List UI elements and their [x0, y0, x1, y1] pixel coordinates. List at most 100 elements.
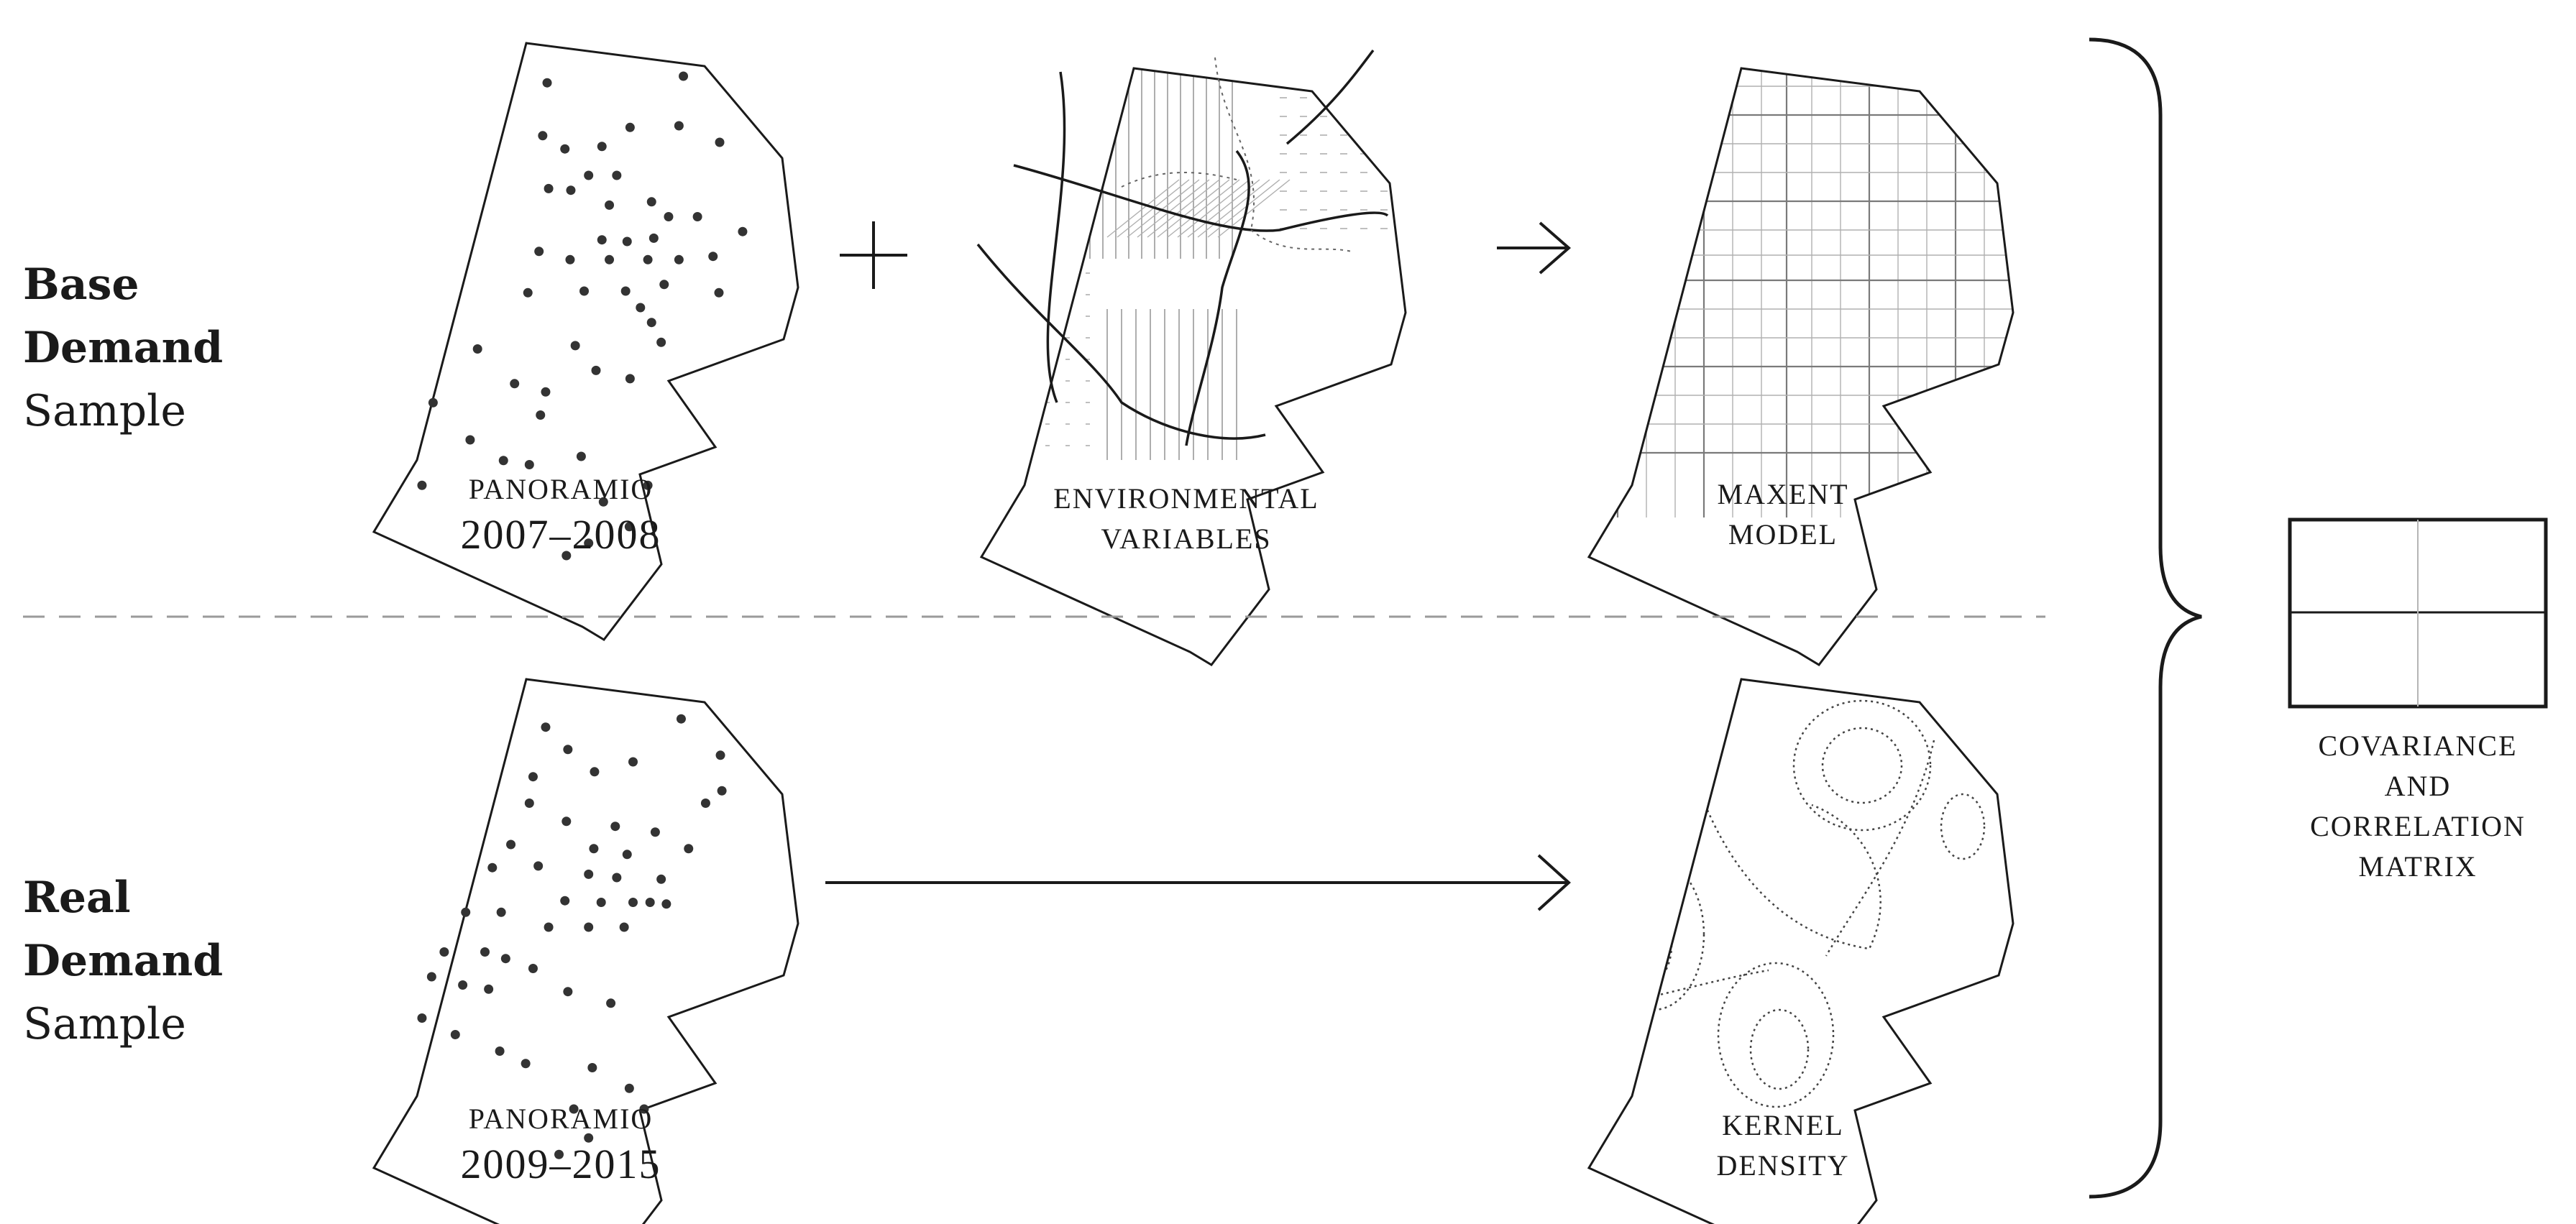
sample-point — [538, 131, 548, 141]
sample-point — [646, 197, 656, 207]
sample-point — [480, 947, 490, 957]
caption-years: 2009–2015 — [460, 1141, 661, 1187]
sample-point — [674, 254, 684, 264]
panoramio-base-caption: PANORAMIO 2007–2008 — [417, 470, 705, 561]
sample-point — [628, 757, 638, 767]
caption-line1: MAXENT — [1717, 478, 1849, 510]
sample-point — [560, 896, 570, 906]
sample-point — [562, 551, 572, 561]
sample-point — [563, 745, 573, 755]
sample-point — [541, 387, 551, 397]
base-demand-sample-label: Base Demand Sample — [23, 253, 223, 443]
sample-point — [625, 122, 635, 132]
sample-point — [645, 898, 655, 907]
sample-point — [628, 898, 638, 907]
sample-points — [417, 714, 727, 1159]
environmental-variables-caption: ENVIRONMENTAL VARIABLES — [971, 479, 1402, 559]
caption-line1: ENVIRONMENTAL — [1053, 482, 1319, 515]
sample-point — [461, 907, 471, 917]
sample-point — [426, 972, 436, 982]
sample-point — [536, 410, 546, 420]
row-label-line2: Demand — [23, 323, 224, 373]
sample-point — [610, 822, 620, 832]
sample-point — [622, 236, 632, 247]
sample-point — [650, 827, 660, 837]
sample-point — [484, 984, 494, 994]
sample-point — [597, 142, 607, 152]
row-label-line1: Real — [23, 873, 131, 923]
sample-point — [570, 341, 580, 351]
sample-point — [534, 247, 544, 257]
sample-point — [589, 844, 599, 854]
sample-point — [715, 137, 725, 147]
maxent-model-caption: MAXENT MODEL — [1639, 474, 1927, 555]
sample-points — [417, 71, 748, 561]
sample-point — [643, 480, 653, 490]
sample-point — [417, 480, 427, 490]
sample-point — [676, 714, 686, 724]
hatch-line — [1147, 179, 1220, 238]
sample-point — [569, 1104, 579, 1114]
sample-point — [523, 287, 533, 298]
maxent-model-map — [1587, 67, 2014, 666]
sample-point — [715, 750, 725, 760]
caption-line2: VARIABLES — [1101, 523, 1272, 555]
sample-point — [659, 280, 669, 290]
kernel-density-caption: KERNEL DENSITY — [1639, 1105, 1927, 1186]
sample-point — [606, 998, 616, 1008]
sample-point — [439, 947, 449, 957]
sample-point — [496, 907, 506, 917]
sample-point — [544, 922, 554, 932]
hatch-line — [1177, 179, 1250, 238]
sample-point — [587, 1063, 597, 1072]
caption-line1: COVARIANCE — [2318, 730, 2518, 762]
sample-point — [584, 922, 594, 932]
sample-point — [533, 861, 544, 871]
sample-point — [674, 121, 684, 131]
sample-point — [605, 200, 615, 210]
sample-point — [643, 254, 653, 264]
sample-point — [495, 1046, 505, 1056]
hatch-line — [1106, 179, 1180, 238]
sample-point — [544, 183, 554, 193]
sample-point — [428, 397, 438, 408]
sample-point — [625, 374, 635, 384]
sample-point — [465, 435, 475, 445]
sample-point — [528, 772, 538, 782]
caption-line2: AND — [2384, 770, 2452, 802]
sample-point — [612, 170, 622, 180]
hatch-line — [1167, 179, 1240, 238]
sample-point — [605, 254, 615, 264]
sample-point — [472, 344, 482, 354]
hatch-line — [1127, 179, 1200, 238]
sample-point — [584, 1133, 594, 1143]
sample-point — [661, 899, 671, 909]
sample-point — [717, 786, 727, 796]
sample-point — [708, 252, 718, 262]
sample-point — [487, 862, 498, 873]
sample-point — [656, 337, 666, 347]
arrow-right-icon — [1497, 221, 1572, 275]
caption-line3: CORRELATION — [2310, 810, 2526, 842]
sample-point — [584, 869, 594, 879]
sample-point — [566, 185, 576, 195]
sample-point — [684, 844, 694, 854]
panoramio-base-map — [372, 42, 799, 641]
sample-point — [458, 980, 468, 990]
caption-line2: DENSITY — [1716, 1149, 1850, 1182]
sample-point — [562, 816, 572, 827]
matrix-caption: COVARIANCE AND CORRELATION MATRIX — [2274, 726, 2562, 887]
row-label-line3: Sample — [23, 386, 186, 436]
caption-line1: KERNEL — [1722, 1109, 1844, 1141]
sample-point — [541, 722, 551, 732]
sample-point — [579, 286, 590, 296]
real-demand-sample-label: Real Demand Sample — [23, 866, 223, 1056]
sample-point — [597, 235, 607, 245]
hatch-line — [1197, 179, 1270, 238]
caption-line2: MODEL — [1728, 518, 1838, 551]
sample-point — [648, 233, 659, 243]
row-label-line3: Sample — [23, 999, 186, 1049]
sample-point — [639, 1104, 649, 1114]
caption-years: 2007–2008 — [460, 511, 661, 558]
